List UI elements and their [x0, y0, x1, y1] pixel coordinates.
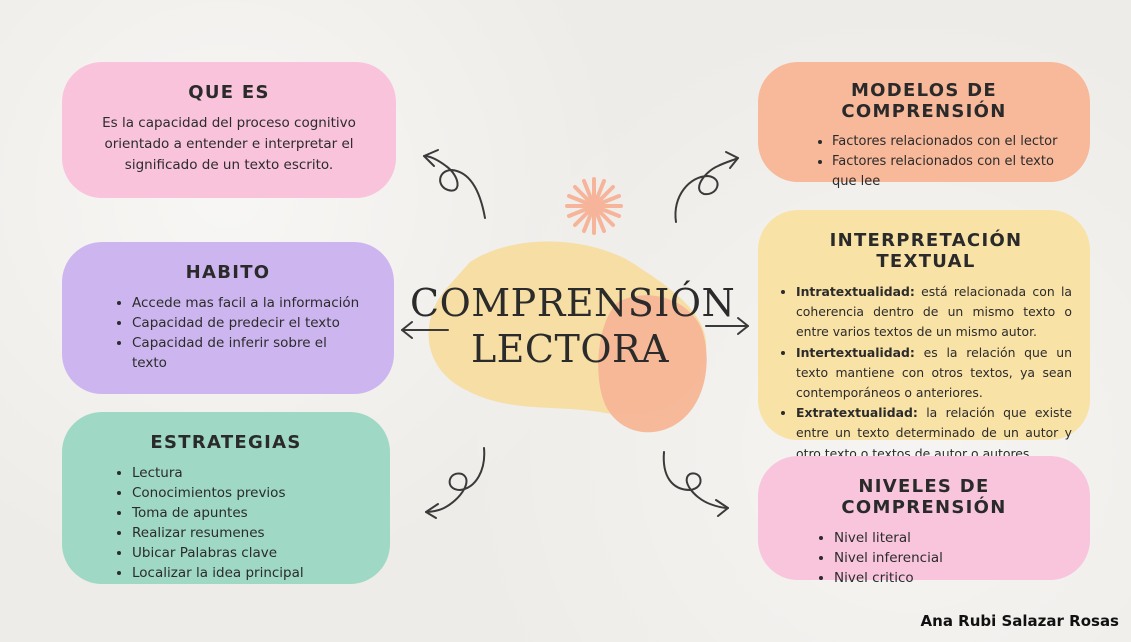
list-item: Intertextualidad: es la relación que un …: [796, 343, 1072, 404]
list-item: Lectura: [132, 463, 360, 483]
list-item: Capacidad de inferir sobre el texto: [132, 333, 364, 373]
niveles-title: NIVELES DE COMPRENSIÓN: [841, 476, 1007, 518]
estrategias-list: Lectura Conocimientos previos Toma de ap…: [92, 463, 360, 583]
term-label: Intertextualidad:: [796, 344, 915, 360]
list-item: Conocimientos previos: [132, 483, 360, 503]
list-item: Nivel literal: [834, 528, 1060, 548]
estrategias-card: ESTRATEGIAS Lectura Conocimientos previo…: [62, 412, 390, 584]
habito-list: Accede mas facil a la información Capaci…: [92, 293, 364, 373]
list-item: Intratextualidad: está relacionada con l…: [796, 282, 1072, 343]
modelos-card: MODELOS DE COMPRENSIÓN Factores relacion…: [758, 62, 1090, 189]
niveles-list: Nivel literal Nivel inferencial Nivel cr…: [788, 528, 1060, 588]
list-item: Ubicar Palabras clave: [132, 543, 360, 563]
list-item: Factores relacionados con el texto que l…: [832, 152, 1060, 192]
term-description: la relación que existe entre un texto de…: [796, 405, 1072, 461]
list-item: Realizar resumenes: [132, 523, 360, 543]
estrategias-title: ESTRATEGIAS: [150, 432, 302, 453]
term-description: está relacionada con la coherencia dentr…: [796, 284, 1072, 340]
arrow-to-niveles-icon: [662, 451, 729, 517]
arrow-to-interpretacion-icon: [705, 317, 749, 335]
arrow-to-estrategias-icon: [425, 447, 486, 519]
interpretacion-list: Intratextualidad: está relacionada con l…: [780, 282, 1072, 464]
list-item: Nivel critico: [834, 568, 1060, 588]
list-item: Extratextualidad: la relación que existe…: [796, 403, 1072, 464]
list-item: Localizar la idea principal: [132, 563, 360, 583]
habito-title: HABITO: [185, 262, 271, 283]
author-credit: Ana Rubi Salazar Rosas: [920, 612, 1119, 630]
list-item: Factores relacionados con el lector: [832, 132, 1060, 152]
term-label: Intratextualidad:: [796, 284, 915, 299]
que-es-card: QUE ES Es la capacidad del proceso cogni…: [62, 62, 396, 198]
arrow-to-habito-icon: [401, 321, 449, 339]
central-title-line-1: COMPRENSIÓN: [410, 281, 736, 325]
que-es-text: Es la capacidad del proceso cognitivo or…: [102, 115, 356, 173]
arrow-to-modelos-icon: [674, 151, 739, 223]
list-item: Toma de apuntes: [132, 503, 360, 523]
term-label: Extratextualidad:: [796, 405, 918, 421]
interpretacion-title: INTERPRETACIÓN TEXTUAL: [829, 230, 1023, 272]
arrow-to-que-es-icon: [423, 149, 486, 219]
list-item: Nivel inferencial: [834, 548, 1060, 568]
central-title-line-2: LECTORA: [470, 327, 670, 371]
list-item: Accede mas facil a la información: [132, 293, 364, 313]
interpretacion-card: INTERPRETACIÓN TEXTUAL Intratextualidad:…: [758, 210, 1090, 461]
central-title: COMPRENSIÓN LECTORA: [410, 280, 736, 372]
peach-blob: [598, 295, 707, 433]
modelos-title: MODELOS DE COMPRENSIÓN: [841, 80, 1007, 122]
term-description: es la relación que un texto mantiene con…: [796, 344, 1072, 401]
starburst-icon: [565, 177, 623, 235]
que-es-title: QUE ES: [188, 82, 270, 103]
habito-card: HABITO Accede mas facil a la información…: [62, 242, 394, 394]
modelos-list: Factores relacionados con el lector Fact…: [788, 132, 1060, 192]
list-item: Capacidad de predecir el texto: [132, 313, 364, 333]
niveles-card: NIVELES DE COMPRENSIÓN Nivel literal Niv…: [758, 456, 1090, 586]
